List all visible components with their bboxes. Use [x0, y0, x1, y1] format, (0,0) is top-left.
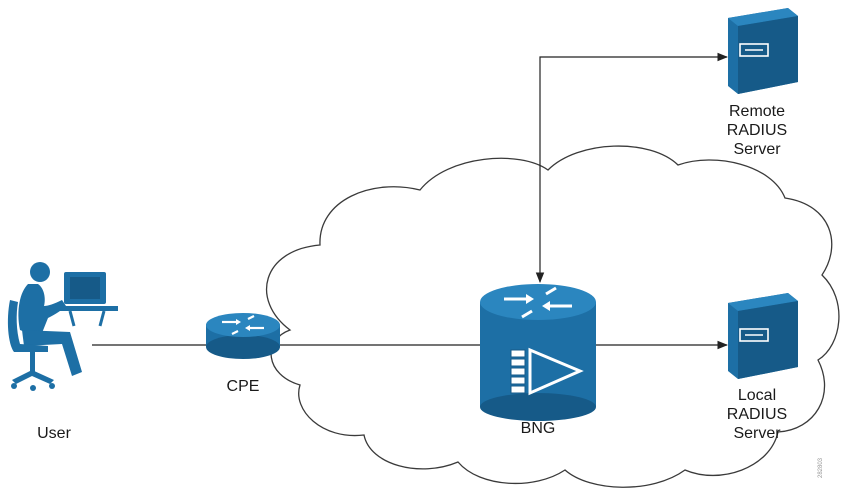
remote-radius-server-label: Remote RADIUS Server	[712, 102, 802, 159]
figure-id-watermark: 282803	[818, 457, 824, 478]
bng-label: BNG	[520, 420, 556, 437]
cpe-label: CPE	[226, 378, 260, 395]
remote-radius-line-1: Remote	[728, 103, 786, 120]
local-radius-line-3: Server	[733, 425, 781, 442]
local-radius-server-label: Local RADIUS Server	[712, 386, 802, 443]
bng-router-icon	[480, 284, 596, 421]
local-radius-server-icon	[728, 293, 798, 379]
user-label: User	[37, 425, 71, 442]
remote-radius-line-2: RADIUS	[726, 122, 788, 139]
local-radius-line-1: Local	[737, 387, 777, 404]
local-radius-line-2: RADIUS	[726, 406, 788, 423]
router-icon	[206, 313, 280, 359]
remote-radius-server-icon	[728, 8, 798, 94]
user-at-workstation-icon	[7, 262, 118, 391]
remote-radius-line-3: Server	[733, 141, 781, 158]
arrow-bng-remote-radius	[535, 52, 729, 284]
